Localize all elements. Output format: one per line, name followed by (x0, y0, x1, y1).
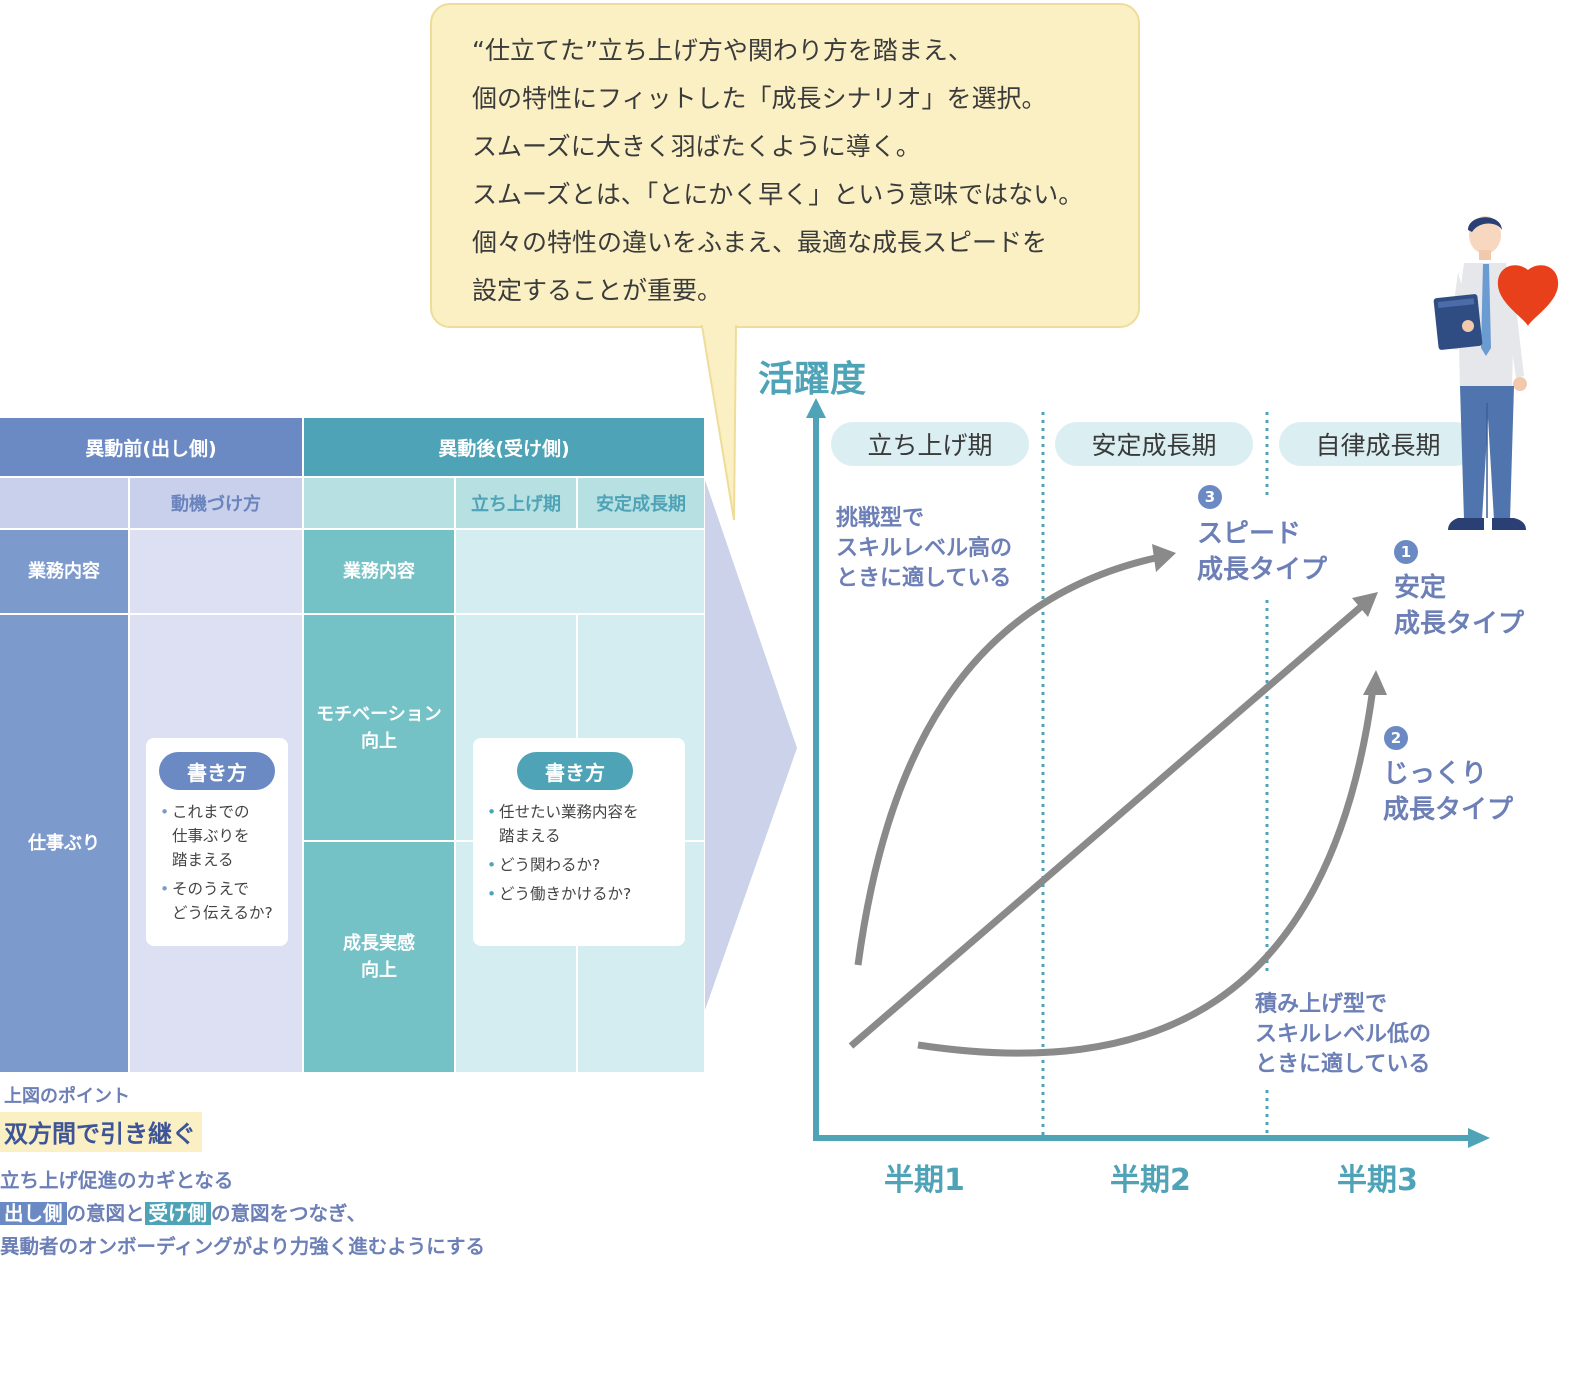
how-to-list: これまでの 仕事ぶりを 踏まえる そのうえで どう伝えるか? (160, 800, 273, 930)
after-header: 異動後(受け側) (304, 418, 704, 476)
before-header: 異動前(出し側) (0, 418, 302, 476)
sub-launch: 立ち上げ期 (456, 478, 576, 528)
phase-launch: 立ち上げ期 (831, 422, 1029, 466)
hair (1468, 217, 1502, 232)
x-axis-arrowhead (1468, 1128, 1490, 1148)
list-item: これまでの 仕事ぶりを 踏まえる (160, 800, 273, 872)
x-label-2: 半期2 (1110, 1163, 1191, 1198)
notes-line: 出し側の意図と受け側の意図をつなぎ、 (0, 1197, 485, 1230)
shoe (1492, 518, 1526, 530)
x-label-1: 半期1 (884, 1163, 965, 1198)
stable-growth-arrowhead (1352, 592, 1378, 617)
bubble-tail (700, 324, 738, 521)
tie (1481, 264, 1491, 356)
sub-empty (0, 478, 128, 528)
notes-line: 立ち上げ促進のカギとなる (0, 1169, 234, 1192)
businessperson-illustration (1433, 216, 1559, 530)
notes-body: 立ち上げ促進のカギとなる 出し側の意図と受け側の意図をつなぎ、 異動者のオンボー… (0, 1164, 485, 1263)
notes-text: の意図と (66, 1202, 145, 1225)
row-motivation-up: モチベーション 向上 (304, 615, 454, 840)
receiver-tag: 受け側 (144, 1202, 212, 1225)
notes-headline: 双方間で引き継ぐ (0, 1112, 202, 1152)
duties-left-cell (130, 530, 302, 613)
speed-growth-arrowhead (1152, 544, 1176, 572)
stable-growth-arrow (848, 602, 1366, 1049)
shoe (1448, 518, 1484, 530)
row-duties-left: 業務内容 (0, 530, 128, 613)
bubble-line: スムーズとは、「とにかく早く」という意味ではない。 (472, 180, 1084, 209)
transition-arrow (705, 480, 797, 1010)
type-3-label: スピード 成長タイプ (1197, 519, 1328, 585)
how-to-card-right: 書き方 任せたい業務内容を 踏まえる どう関わるか? どう働きかけるか? (473, 738, 685, 946)
bubble-line: 設定することが重要。 (472, 276, 723, 305)
type-3-badge: 3 (1198, 485, 1222, 509)
type-1-badge: 1 (1394, 540, 1418, 564)
notes-line: 異動者のオンボーディングがより力強く進むようにする (0, 1235, 485, 1258)
row-duties-right: 業務内容 (304, 530, 454, 613)
x-label-3: 半期3 (1337, 1163, 1418, 1198)
steady-growth-arrowhead (1363, 670, 1387, 695)
type-1-label: 安定 成長タイプ (1394, 573, 1525, 639)
notes-caption: 上図のポイント (4, 1086, 130, 1107)
row-performance: 仕事ぶり (0, 615, 128, 1072)
clipboard (1433, 294, 1483, 350)
bubble-line: スムーズに大きく羽ばたくように導く。 (472, 132, 921, 161)
duties-right-cell (456, 530, 704, 613)
type-2-label: じっくり 成長タイプ (1383, 759, 1514, 825)
trousers (1460, 386, 1514, 520)
bubble-line: “仕立てた”立ち上げ方や関わり方を踏まえ、 (472, 36, 973, 65)
steady-growth-arrow (917, 687, 1377, 1057)
bubble-line: 個の特性にフィットした「成長シナリオ」を選択。 (472, 84, 1047, 113)
how-to-list: 任せたい業務内容を 踏まえる どう関わるか? どう働きかけるか? (487, 800, 639, 911)
y-axis-arrowhead (806, 398, 826, 418)
y-axis-label: 活躍度 (758, 359, 867, 400)
heart-icon (1497, 265, 1559, 326)
speed-growth-arrow (854, 553, 1161, 966)
how-to-pill: 書き方 (517, 752, 633, 790)
how-to-pill: 書き方 (159, 752, 275, 790)
phase-autonomous: 自律成長期 (1279, 422, 1477, 466)
list-item: どう働きかけるか? (487, 882, 639, 906)
how-to-card-left: 書き方 これまでの 仕事ぶりを 踏まえる そのうえで どう伝えるか? (146, 738, 288, 946)
row-growth-up: 成長実感 向上 (304, 842, 454, 1072)
speech-bubble: “仕立てた”立ち上げ方や関わり方を踏まえ、 個の特性にフィットした「成長シナリオ… (430, 3, 1140, 328)
list-item: 任せたい業務内容を 踏まえる (487, 800, 639, 848)
list-item: そのうえで どう伝えるか? (160, 877, 273, 925)
sender-tag: 出し側 (0, 1202, 67, 1225)
notes-text: の意図をつなぎ、 (211, 1202, 367, 1225)
phase-stable: 安定成長期 (1055, 422, 1253, 466)
list-item: どう関わるか? (487, 853, 639, 877)
type-2-badge: 2 (1384, 726, 1408, 750)
sub-stable: 安定成長期 (578, 478, 704, 528)
bubble-line: 個々の特性の違いをふまえ、最適な成長スピードを (472, 228, 1048, 257)
buildup-note: 積み上げ型で スキルレベル低の ときに適している (1255, 992, 1432, 1077)
sub-motivation: 動機づけ方 (130, 478, 302, 528)
sub-empty (304, 478, 454, 528)
challenge-note: 挑戦型で スキルレベル高の ときに適している (836, 506, 1013, 591)
